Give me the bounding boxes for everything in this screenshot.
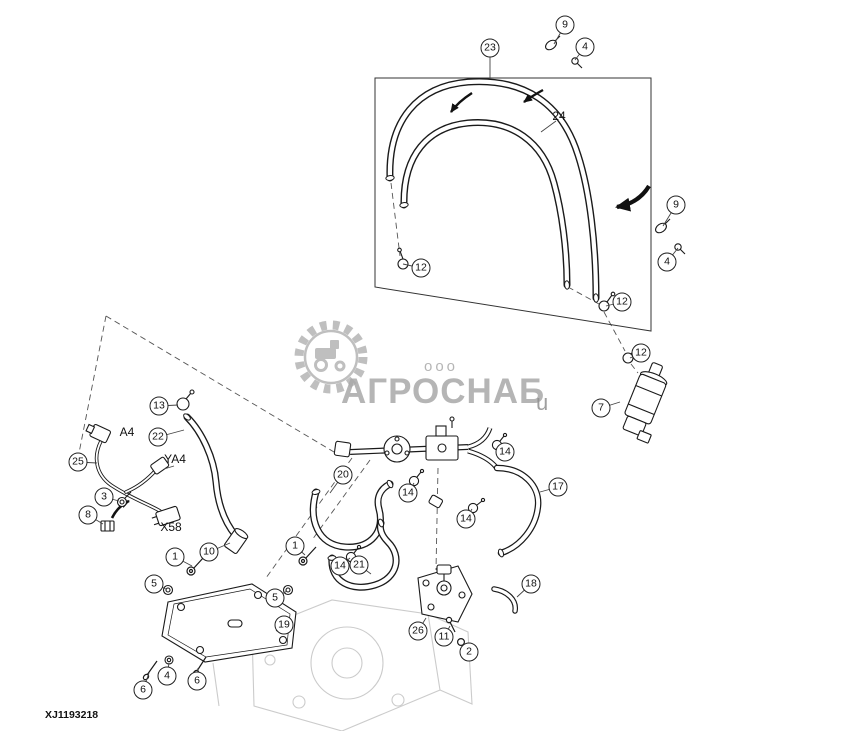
direction-arrows [110,88,651,519]
callout-12: 12 [631,343,651,363]
screw-1-left [186,556,205,576]
bolt-3 [116,491,132,508]
callout-17: 17 [548,477,568,497]
drawing-number: XJ1193218 [45,709,99,721]
callout-9: 9 [666,195,686,215]
part-label-YA4: YA4 [164,452,186,466]
callout-2: 2 [459,642,479,662]
callout-12: 12 [612,292,632,312]
callout-6: 6 [133,680,153,700]
bracket-26 [417,564,473,623]
callout-10: 10 [199,542,219,562]
solenoid-valve-7 [622,362,668,444]
hose-end-caps [385,175,599,303]
callout-14: 14 [495,442,515,462]
part-label-A4: A4 [119,425,135,439]
callout-9: 9 [555,15,575,35]
hose-kit-box [374,77,652,332]
callout-5: 5 [265,588,285,608]
callout-25: 25 [68,452,88,472]
hose-18 [491,586,518,614]
callout-20: 20 [333,465,353,485]
hose-17 [493,464,542,558]
screw-1-center [298,546,317,566]
callout-1: 1 [165,547,185,567]
callout-1: 1 [285,536,305,556]
watermark-gear-icon [294,320,368,394]
callout-6: 6 [187,671,207,691]
washer-4-bottom [164,655,174,665]
part-label-24: 24 [552,109,566,123]
bracket-19 [161,583,297,663]
callout-8: 8 [78,505,98,525]
callout-12: 12 [411,258,431,278]
callout-14: 14 [456,509,476,529]
callout-18: 18 [521,574,541,594]
bolt-11 [445,616,456,633]
callout-11: 11 [434,627,454,647]
nut-5-left [162,584,174,596]
callout-4: 4 [157,666,177,686]
clamp-12-parts [397,247,640,364]
screw-6-left [142,660,158,681]
callout-26: 26 [408,621,428,641]
callout-14: 14 [330,556,350,576]
callout-14: 14 [398,483,418,503]
connector-ya4 [150,456,170,475]
callout-21: 21 [349,555,369,575]
callout-4: 4 [657,252,677,272]
hose-20 [309,479,394,551]
hose-22 [183,413,240,540]
clamp-13 [176,389,195,411]
callout-22: 22 [148,427,168,447]
callout-19: 19 [274,615,294,635]
nut-5-center [282,584,294,596]
hose-24-outer [386,78,600,302]
callout-13: 13 [149,396,169,416]
hose-21 [327,518,400,591]
connector-a4 [85,423,112,444]
clamp-9-top [545,35,583,69]
clamp-9-right [655,218,686,255]
watermark-tractor-icon [315,340,339,359]
callout-23: 23 [480,38,500,58]
connector-x58 [151,505,181,527]
callout-5: 5 [144,574,164,594]
callout-4: 4 [575,37,595,57]
callout-7: 7 [591,398,611,418]
valve-assembly [333,416,498,509]
clip-8 [100,520,115,532]
hose-23-inner [400,119,571,289]
callout-3: 3 [94,487,114,507]
part-label-X58: X58 [160,520,182,534]
fitting-10 [223,528,249,554]
